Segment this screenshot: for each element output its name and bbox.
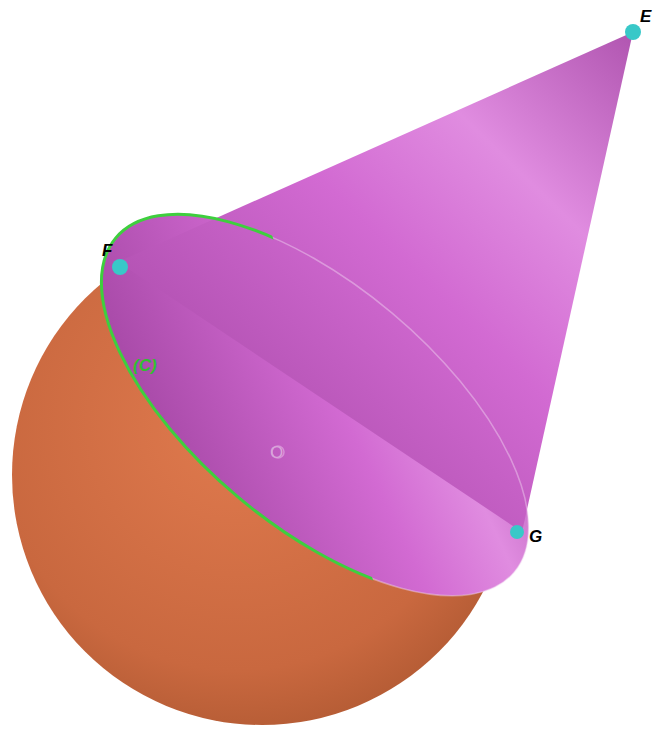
point-dot [112, 259, 128, 275]
circle-c [39, 146, 592, 664]
point-label: E [640, 8, 651, 25]
point-label: O [270, 444, 283, 461]
circle-back-arc [39, 146, 592, 664]
point-label: F [102, 242, 112, 259]
point-dot [510, 525, 524, 539]
circle-label: (C) [133, 357, 157, 374]
point-dot [625, 24, 641, 40]
point-label: G [529, 528, 542, 545]
